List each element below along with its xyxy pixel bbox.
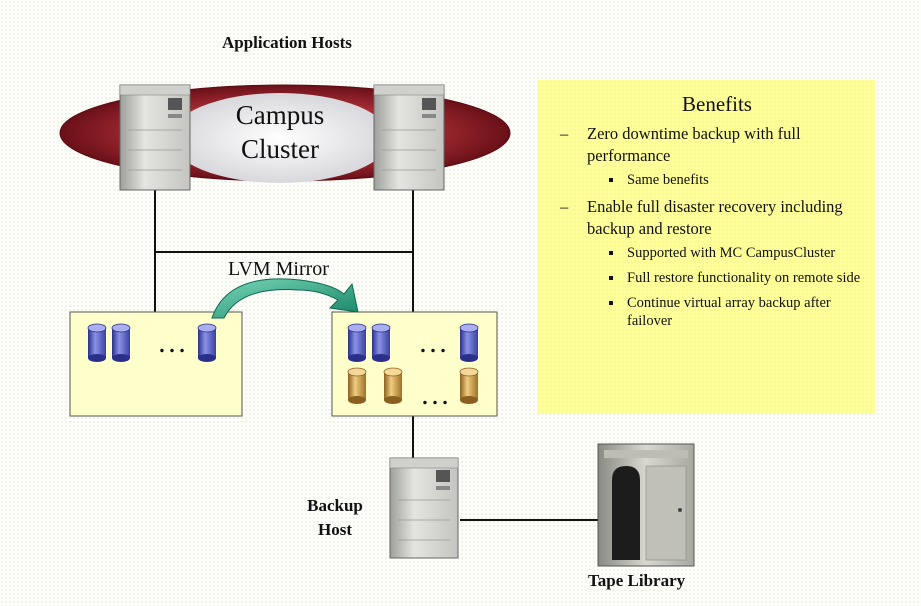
tape-library-label: Tape Library — [588, 571, 686, 590]
benefit-item-text: Zero downtime backup with full performan… — [587, 124, 801, 165]
benefit-subitem: Same benefits — [587, 171, 865, 189]
benefit-item-text: Enable full disaster recovery including … — [587, 197, 843, 238]
curved-arrow-icon — [211, 278, 359, 319]
campus-cluster-label: Campus Cluster — [215, 98, 345, 166]
disk-cylinder-icon — [111, 323, 131, 362]
disk-cylinder-icon — [347, 367, 367, 404]
ellipsis-primary: … — [157, 326, 187, 359]
tape-library-icon — [597, 443, 695, 567]
disk-cylinder-icon — [459, 367, 479, 404]
server-tower-icon — [389, 457, 459, 559]
benefits-list: Zero downtime backup with full performan… — [555, 123, 865, 330]
server-tower-icon — [373, 84, 445, 191]
ellipsis-mirror-blue: … — [418, 326, 448, 359]
campus-cluster-line2: Cluster — [241, 134, 319, 164]
campus-cluster-line1: Campus — [235, 100, 325, 130]
connection-lines — [154, 190, 598, 521]
disk-cylinder-icon — [87, 323, 107, 362]
backup-host-line2: Host — [318, 520, 352, 539]
application-hosts-label: Application Hosts — [222, 33, 352, 52]
benefit-item: Enable full disaster recovery including … — [555, 196, 865, 330]
benefit-sublist: Supported with MC CampusCluster Full res… — [587, 244, 865, 330]
benefit-item: Zero downtime backup with full performan… — [555, 123, 865, 189]
disk-cylinder-icon — [459, 323, 479, 362]
lvm-mirror-label: LVM Mirror — [228, 258, 329, 280]
disk-cylinder-icon — [383, 367, 403, 404]
benefit-subitem: Full restore functionality on remote sid… — [587, 269, 865, 287]
server-tower-icon — [119, 84, 191, 191]
backup-host-line1: Backup — [307, 496, 363, 515]
disk-cylinder-icon — [371, 323, 391, 362]
backup-host-label: Backup Host — [300, 494, 370, 542]
benefits-title: Benefits — [682, 92, 752, 116]
disk-cylinder-icon — [347, 323, 367, 362]
ellipsis-mirror-tan: … — [420, 378, 450, 411]
benefit-subitem: Supported with MC CampusCluster — [587, 244, 865, 262]
benefit-sublist: Same benefits — [587, 171, 865, 189]
benefit-subitem: Continue virtual array backup after fail… — [587, 294, 865, 330]
disk-cylinder-icon — [197, 323, 217, 362]
benefits-panel: Benefits Zero downtime backup with full … — [537, 80, 875, 414]
